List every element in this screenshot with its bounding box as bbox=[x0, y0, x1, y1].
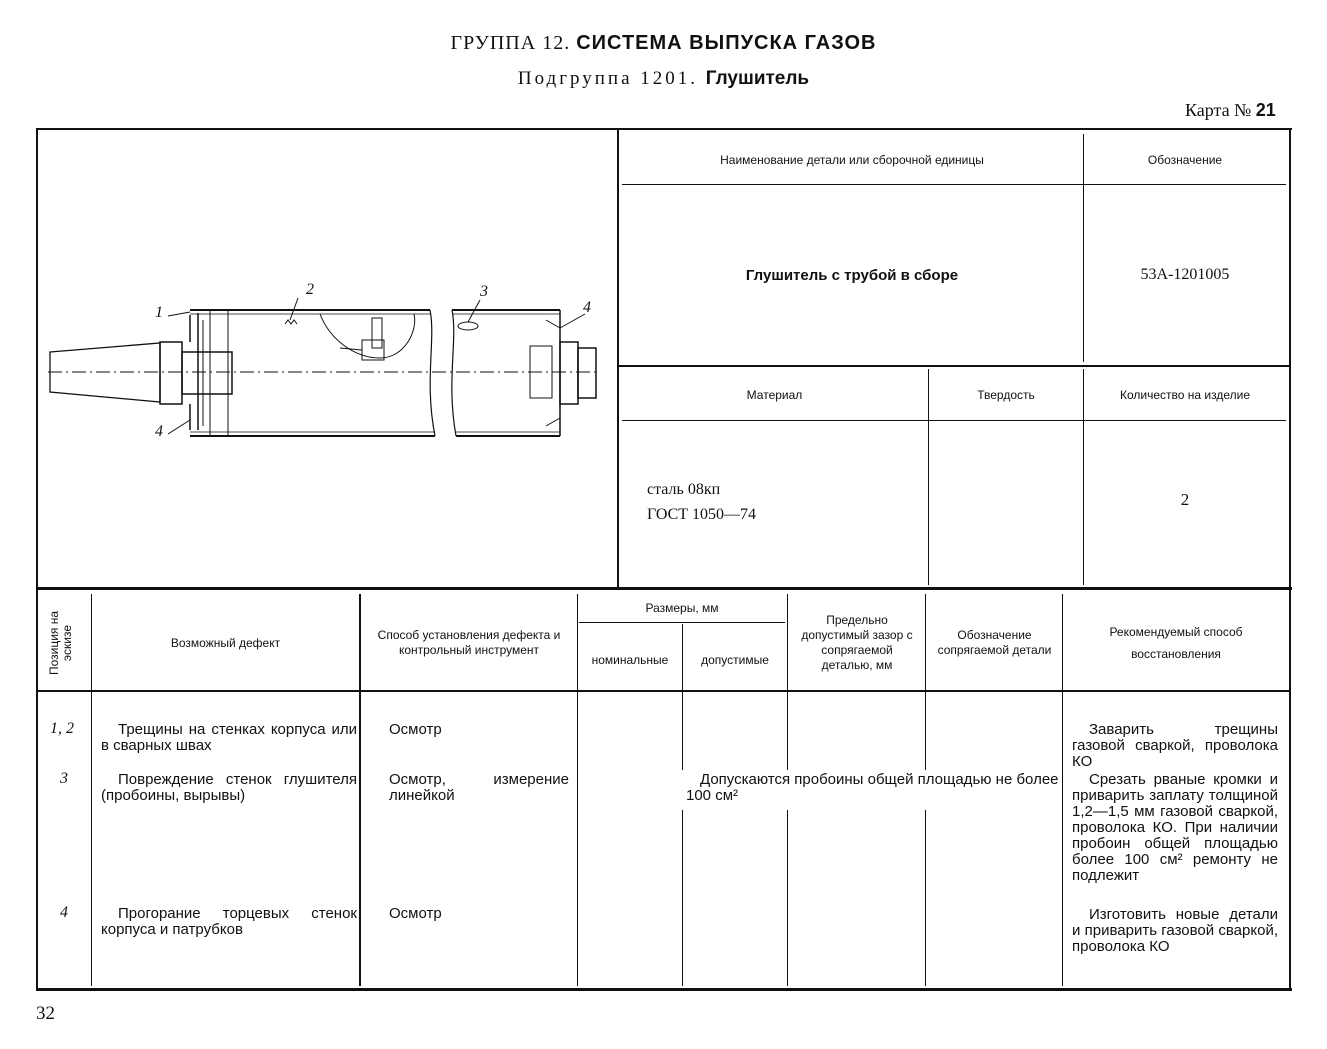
row-3-restore: Изготовить новые детали и приварить газо… bbox=[1072, 906, 1278, 955]
row-1-restore: Заварить трещины газовой сваркой, провол… bbox=[1072, 721, 1278, 770]
callout-1: 1 bbox=[155, 304, 163, 321]
row-2-allowed: Допускаются пробоины общей площадью не б… bbox=[686, 771, 1060, 804]
vline-4 bbox=[682, 624, 683, 690]
card-prefix: Карта № bbox=[1185, 100, 1252, 120]
vline-5 bbox=[787, 594, 788, 690]
frame-bottom bbox=[36, 988, 1292, 991]
info-vline-designation bbox=[1083, 134, 1084, 362]
vline-6 bbox=[925, 594, 926, 690]
material-line-2: ГОСТ 1050—74 bbox=[647, 506, 757, 523]
callout-2: 2 bbox=[306, 281, 314, 298]
sizes-subline bbox=[579, 622, 785, 623]
designation-header: Обозначение bbox=[1147, 152, 1223, 167]
row-2-position: 3 bbox=[60, 770, 68, 787]
vline-7 bbox=[1062, 594, 1063, 986]
col-gap: Предельно допустимый зазор с сопрягаемой… bbox=[801, 613, 913, 672]
vline-5b bbox=[787, 692, 788, 770]
callout-3: 3 bbox=[480, 283, 488, 300]
col-allowed: допустимые bbox=[701, 652, 769, 667]
info-vline-hardness-left bbox=[928, 369, 929, 585]
subgroup-heading: Подгруппа 1201. Глушитель bbox=[0, 68, 1327, 90]
info-vline-hardness-right bbox=[1083, 369, 1084, 585]
info-divider-vertical bbox=[617, 130, 619, 588]
subgroup-prefix: Подгруппа 1201. bbox=[517, 68, 699, 89]
frame-right bbox=[1289, 128, 1291, 990]
quantity-header: Количество на изделие bbox=[1119, 387, 1250, 402]
page-number: 32 bbox=[36, 1003, 55, 1024]
part-name: Глушитель с трубой в сборе bbox=[745, 266, 959, 284]
vline-6c bbox=[925, 810, 926, 986]
col-nominal: номинальные bbox=[591, 652, 669, 667]
col-method: Способ установления дефекта и контрольны… bbox=[377, 628, 561, 657]
row-2-defect: Повреждение стенок глушителя (пробоины, … bbox=[101, 771, 357, 804]
group-heading: ГРУППА 12. СИСТЕМА ВЫПУСКА ГАЗОВ bbox=[0, 32, 1327, 55]
col-position-text: Позиция на эскизе bbox=[47, 610, 74, 676]
row-2-method: Осмотр, измерение линейкой bbox=[389, 771, 569, 804]
vline-2 bbox=[359, 594, 361, 986]
group-title: СИСТЕМА ВЫПУСКА ГАЗОВ bbox=[576, 32, 877, 54]
info-line-c bbox=[622, 420, 1286, 421]
muffler-sketch bbox=[48, 297, 600, 437]
info-line-a bbox=[622, 184, 1286, 185]
vline-1 bbox=[91, 594, 92, 986]
callout-4-right: 4 bbox=[583, 299, 591, 316]
col-sizes: Размеры, мм bbox=[645, 600, 719, 615]
vline-4c bbox=[682, 810, 683, 986]
frame-left bbox=[36, 128, 38, 990]
col-restore: Рекомендуемый способ восстановления bbox=[1109, 625, 1243, 661]
material-line-1: сталь 08кп bbox=[647, 481, 721, 498]
subgroup-title: Глушитель bbox=[705, 68, 810, 89]
info-line-b bbox=[619, 365, 1289, 367]
frame-top bbox=[36, 128, 1292, 130]
frame-mid bbox=[36, 587, 1292, 590]
row-1-method: Осмотр bbox=[389, 721, 442, 738]
vline-6b bbox=[925, 692, 926, 770]
row-1-defect: Трещины на стенках корпуса или в сварных… bbox=[101, 721, 357, 754]
row-3-position: 4 bbox=[60, 904, 68, 921]
row-3-method: Осмотр bbox=[389, 905, 442, 922]
material-header: Материал bbox=[746, 387, 803, 402]
callout-4-left: 4 bbox=[155, 423, 163, 440]
vline-3 bbox=[577, 594, 578, 986]
quantity-value: 2 bbox=[1180, 490, 1190, 509]
table-header-bottom bbox=[38, 690, 1289, 692]
card-number-value: 21 bbox=[1255, 100, 1276, 120]
group-prefix: ГРУППА 12. bbox=[450, 32, 571, 54]
designation-value: 53А-1201005 bbox=[1140, 266, 1230, 283]
col-mating: Обозначение сопрягаемой детали bbox=[937, 628, 1052, 657]
row-1-position: 1, 2 bbox=[50, 720, 74, 737]
row-2-restore: Срезать рваные кромки и приварить заплат… bbox=[1072, 771, 1278, 884]
hardness-header: Твердость bbox=[977, 387, 1035, 402]
col-position: Позиция на эскизе bbox=[46, 600, 76, 686]
vline-5c bbox=[787, 810, 788, 986]
row-3-defect: Прогорание торцевых стенок корпуса и пат… bbox=[101, 905, 357, 938]
name-header: Наименование детали или сборочной единиц… bbox=[720, 152, 984, 167]
vline-4b bbox=[682, 692, 683, 770]
card-number: Карта № 21 bbox=[1185, 100, 1276, 121]
col-defect: Возможный дефект bbox=[170, 635, 281, 650]
